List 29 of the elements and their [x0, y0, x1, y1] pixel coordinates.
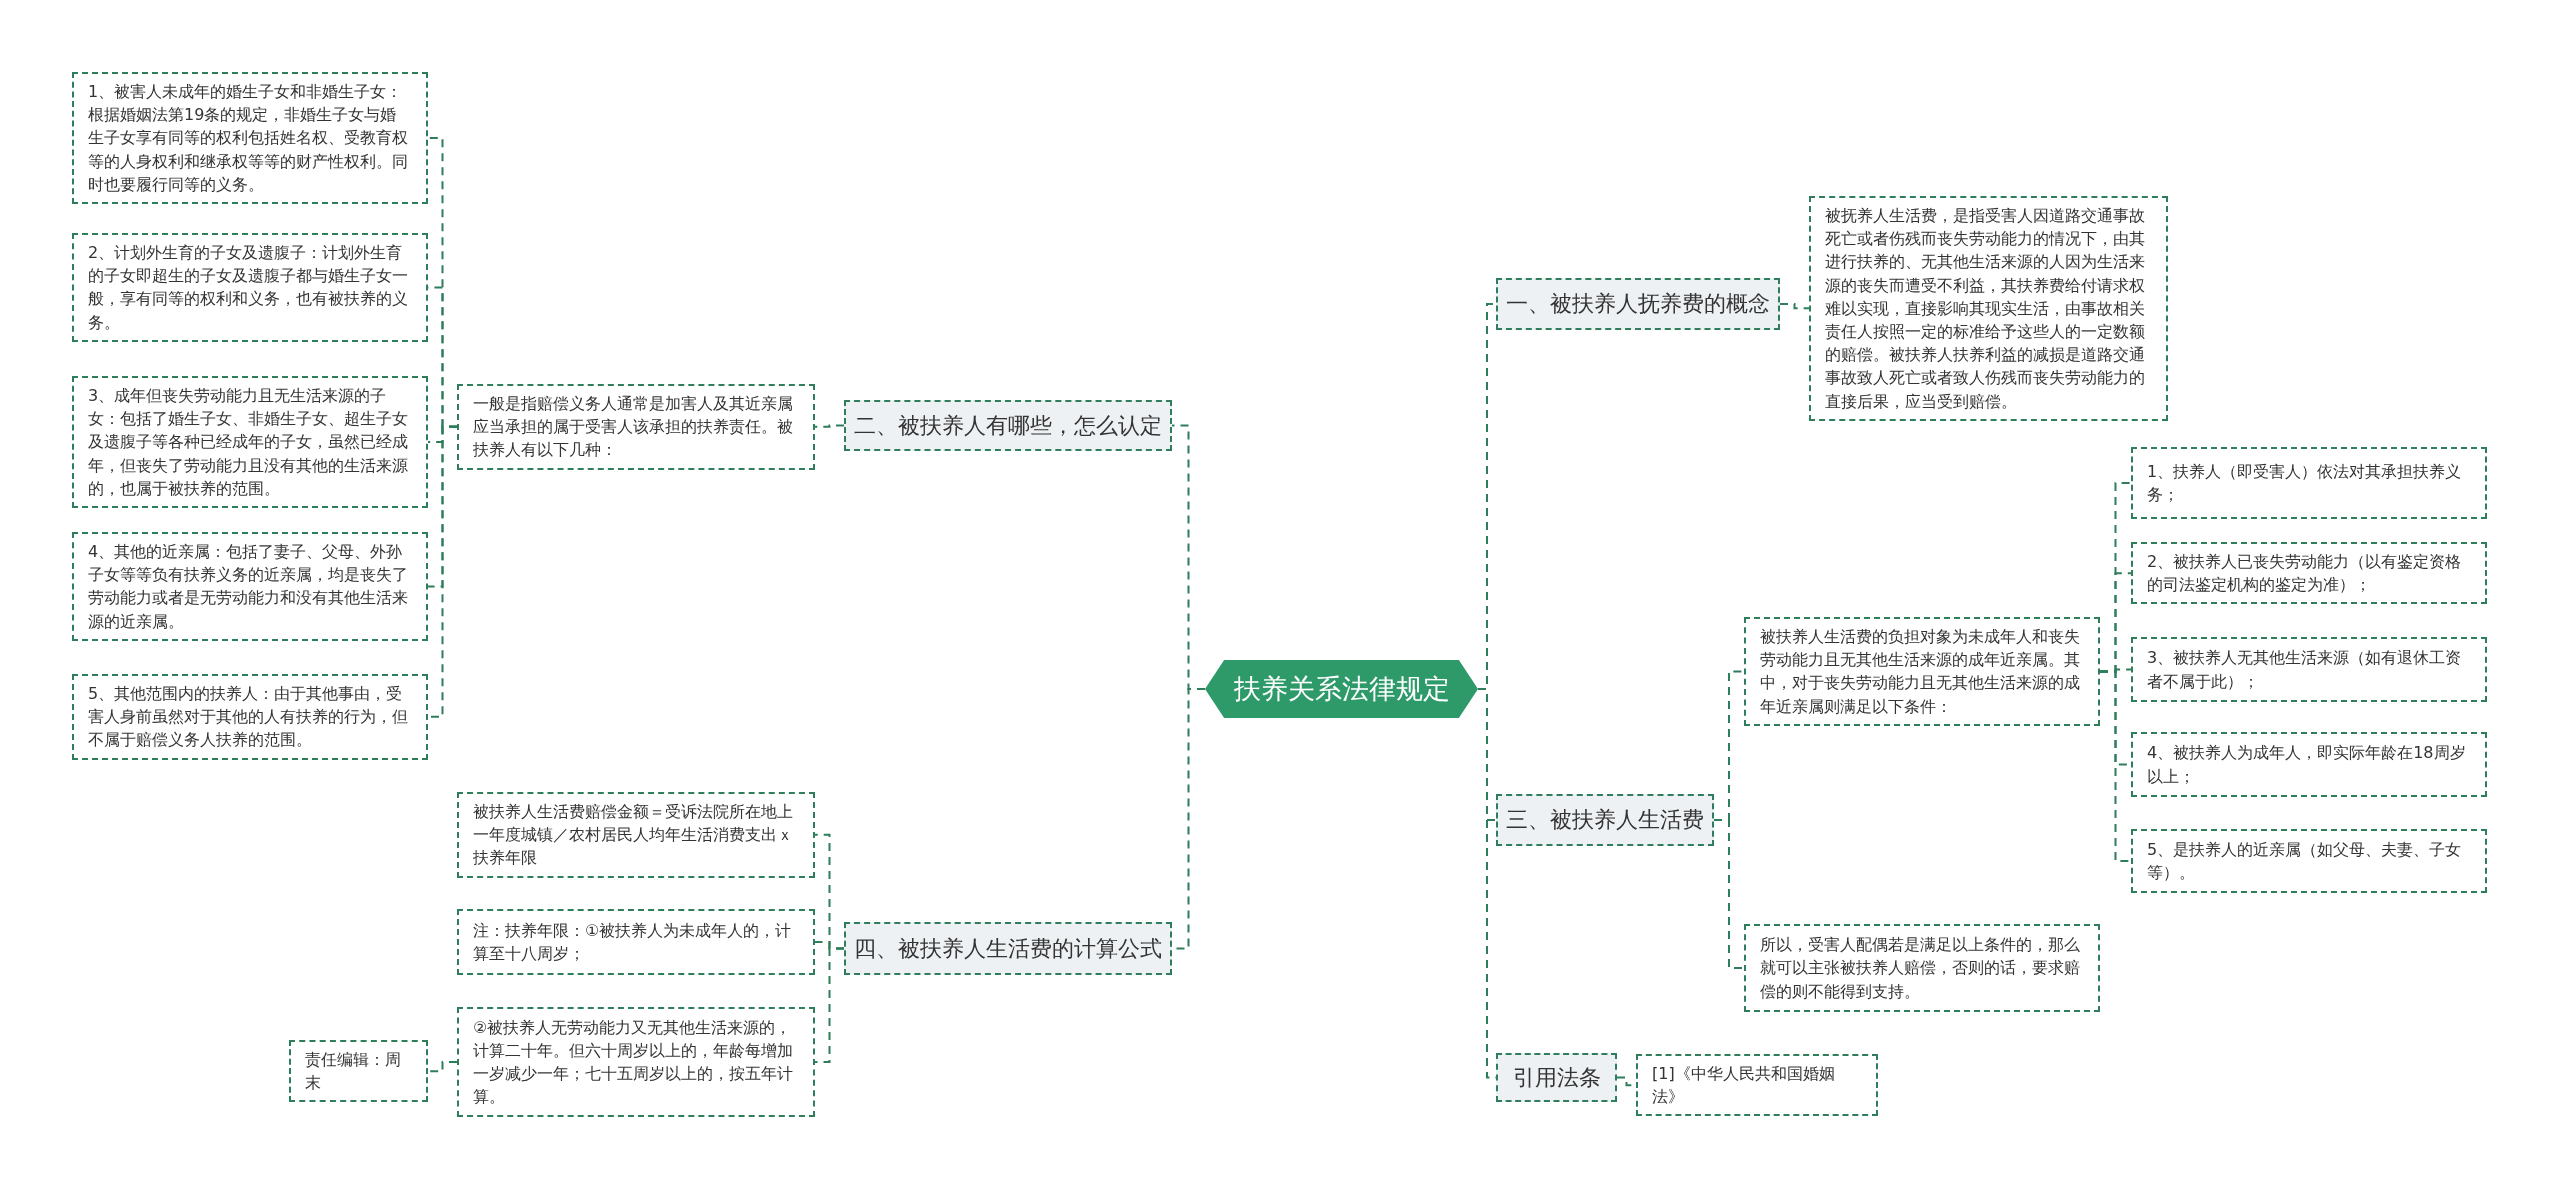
text-box: 2、计划外生育的子女及遗腹子：计划外生育的子女即超生的子女及遗腹子都与婚生子女一般，享有同等的权利和义务，也有被扶养的义务。 [72, 233, 428, 342]
text-box: 被扶养人生活费的负担对象为未成年人和丧失劳动能力且无其他生活来源的成年近亲属。其中，对于丧失劳动能力且无其他生活来源的成年近亲属则满足以下条件： [1744, 617, 2100, 726]
connector-line [814, 947, 845, 1063]
connector-line [814, 424, 845, 428]
text-box: 5、是扶养人的近亲属（如父母、夫妻、子女等）。 [2131, 829, 2487, 893]
text-box: 2、被扶养人已丧失劳动能力（以有鉴定资格的司法鉴定机构的鉴定为准）； [2131, 542, 2487, 605]
text-box: 所以，受害人配偶若是满足以上条件的，那么就可以主张被扶养人赔偿，否则的话，要求赔偿的则不能得到支持。 [1744, 924, 2100, 1012]
text-box: 1、扶养人（即受害人）依法对其承担扶养义务； [2131, 447, 2487, 519]
topic-box: 四、被扶养人生活费的计算公式 [844, 922, 1172, 975]
connector-line [427, 1061, 458, 1073]
text-box: 被抚养人生活费，是指受害人因道路交通事故死亡或者伤残而丧失劳动能力的情况下，由其进行扶养的、无其他生活来源的人因为生活来源的丧失而遭受不利益，其扶养费给付请求权难以实现，直接影响其现实生活，由事故相关责任人按照一定的标准给予这些人的一定数额的赔偿。被扶养人扶养利益的减损是道路交通事故致人死亡或者致人伤残而丧失劳动能力的直接后果，应当受到赔偿。 [1809, 196, 2168, 421]
topic-box: 一、被扶养人抚养费的概念 [1496, 278, 1780, 330]
text-box: 注：扶养年限：①被扶养人为未成年人的，计算至十八周岁； [457, 909, 815, 975]
connector-line [1779, 303, 1810, 310]
text-box: 责任编辑：周末 [289, 1040, 428, 1103]
text-box: ②被扶养人无劳动能力又无其他生活来源的，计算二十年。但六十周岁以上的，年龄每增加一岁减少一年；七十五周岁以上的，按五年计算。 [457, 1007, 815, 1117]
topic-box: 二、被扶养人有哪些，怎么认定 [844, 400, 1172, 451]
topic-box: 三、被扶养人生活费 [1496, 794, 1714, 846]
topic-box: 引用法条 [1496, 1053, 1617, 1102]
connector-line [1713, 819, 1745, 969]
text-box: 3、成年但丧失劳动能力且无生活来源的子女：包括了婚生子女、非婚生子女、超生子女及遗腹子等各种已经成年的子女，虽然已经成年，但丧失了劳动能力且没有其他的生活来源的，也属于被扶养的范围。 [72, 376, 428, 508]
text-box: 5、其他范围内的扶养人：由于其他事由，受害人身前虽然对于其他的人有扶养的行为，但不属于赔偿义务人扶养的范围。 [72, 674, 428, 760]
text-box: 3、被扶养人无其他生活来源（如有退休工资者不属于此）； [2131, 637, 2487, 702]
text-box: 一般是指赔偿义务人通常是加害人及其近亲属应当承担的属于受害人该承担的扶养责任。被扶养人有以下几种： [457, 384, 815, 470]
text-box: 4、被扶养人为成年人，即实际年龄在18周岁以上； [2131, 732, 2487, 797]
text-box: 4、其他的近亲属：包括了妻子、父母、外孙子女等等负有扶养义务的近亲属，均是丧失了劳动能力或者是无劳动能力和没有其他生活来源的近亲属。 [72, 532, 428, 641]
text-box: 被扶养人生活费赔偿金额＝受诉法院所在地上一年度城镇／农村居民人均年生活消费支出ｘ扶养年限 [457, 792, 815, 878]
text-box: 1、被害人未成年的婚生子女和非婚生子女：根据婚姻法第19条的规定，非婚生子女与婚生子女享有同等的权利包括姓名权、受教育权等的人身权利和继承权等等的财产性权利。同时也要履行同等的义务。 [72, 72, 428, 204]
text-box: [1]《中华人民共和国婚姻法》 [1636, 1054, 1878, 1117]
